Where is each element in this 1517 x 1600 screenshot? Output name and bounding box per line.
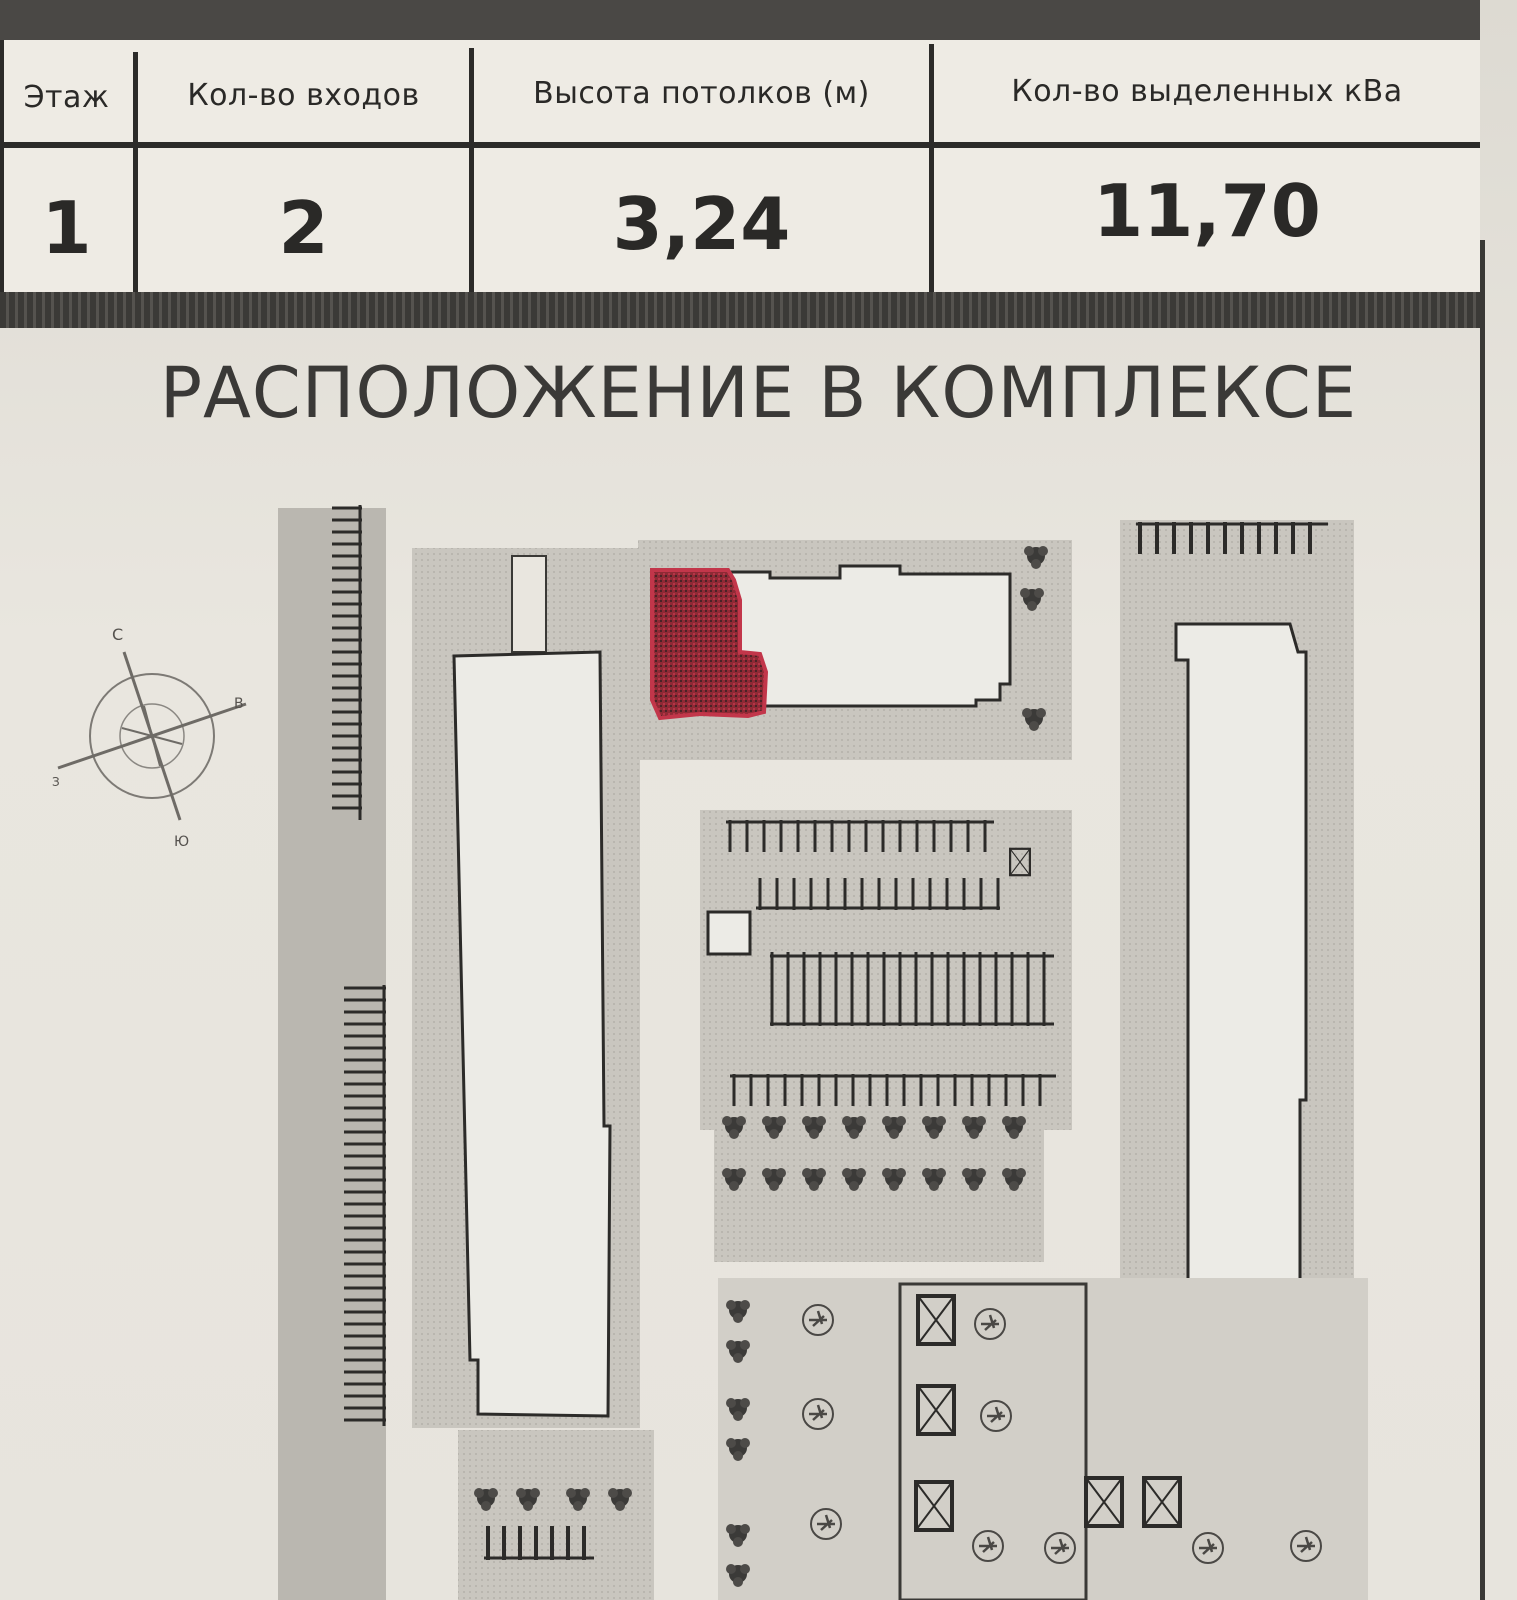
west-yard-parking bbox=[484, 1526, 594, 1560]
central-parking-booth bbox=[706, 910, 752, 956]
compass-icon: С В Ю З bbox=[52, 625, 247, 850]
west-yard-south bbox=[458, 1430, 654, 1600]
south-playground bbox=[718, 1278, 1368, 1600]
compass-south-label: Ю bbox=[174, 834, 189, 850]
section-title: РАСПОЛОЖЕНИЕ В КОМПЛЕКСЕ bbox=[159, 352, 1358, 434]
compass-east-label: В bbox=[234, 696, 244, 712]
central-parking-rows bbox=[726, 820, 1056, 1106]
table-left-border bbox=[0, 40, 4, 300]
left-parking-upper bbox=[332, 505, 362, 820]
top-band bbox=[0, 0, 1480, 40]
selected-unit-highlight bbox=[650, 568, 769, 721]
table-divider bbox=[0, 142, 1480, 148]
header-ceiling-height: Высота потолков (м) bbox=[474, 44, 934, 142]
left-parking-lower bbox=[344, 985, 386, 1426]
left-road bbox=[278, 508, 386, 1600]
central-green bbox=[714, 1112, 1044, 1262]
table-bottom-border bbox=[0, 292, 1480, 328]
sheet-right-border bbox=[1480, 240, 1485, 1600]
west-building bbox=[452, 650, 612, 1418]
header-allocated-kva: Кол-во выделенных кВа bbox=[1011, 73, 1403, 109]
header-entrances: Кол-во входов bbox=[138, 48, 474, 142]
compass-north-label: С bbox=[112, 625, 123, 644]
spec-table: Этаж Кол-во входов Высота потолков (м) К… bbox=[0, 40, 1480, 308]
value-ceiling-height: 3,24 bbox=[474, 144, 934, 304]
header-floor: Этаж bbox=[0, 52, 138, 142]
east-parking-top bbox=[1136, 522, 1328, 554]
east-building bbox=[1174, 622, 1308, 1302]
value-entrances: 2 bbox=[138, 148, 474, 308]
compass-west-label: З bbox=[52, 775, 60, 789]
value-floor: 1 bbox=[0, 148, 138, 308]
value-allocated-kva: 11,70 bbox=[1093, 169, 1321, 253]
south-playground-box bbox=[898, 1282, 1088, 1600]
west-building-tower bbox=[511, 555, 547, 653]
